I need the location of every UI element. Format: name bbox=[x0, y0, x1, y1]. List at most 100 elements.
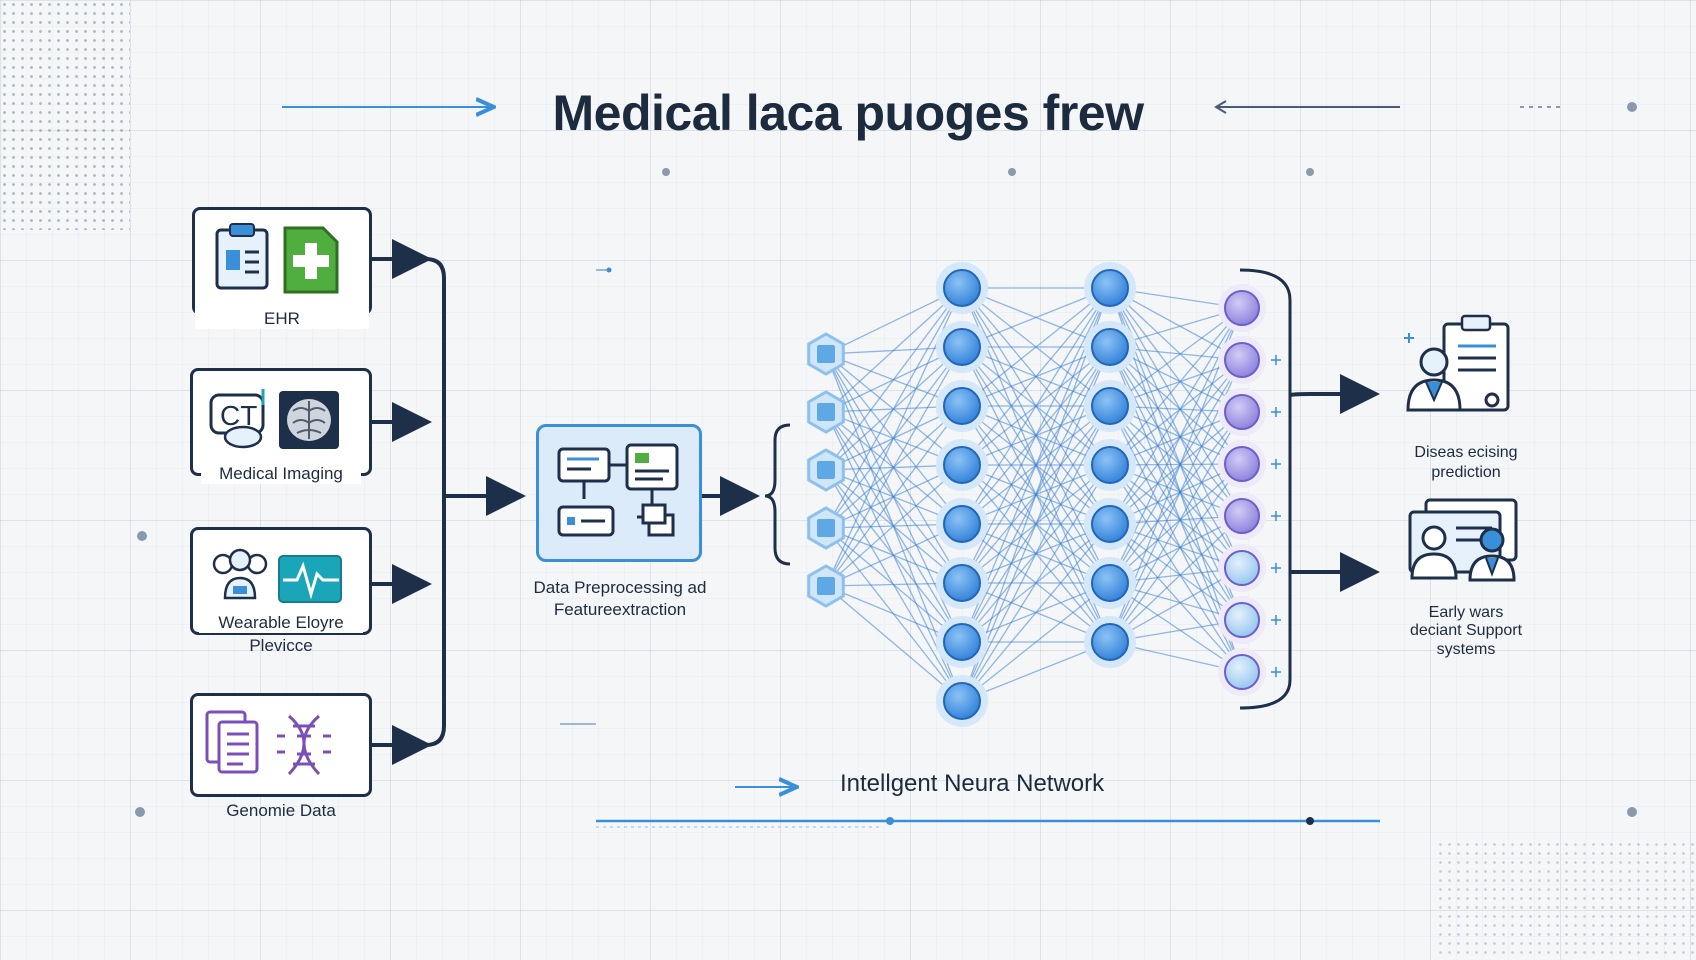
preprocessing-label-line1: Data Preprocessing ad bbox=[533, 578, 707, 597]
network-edge bbox=[961, 641, 1111, 702]
output-node bbox=[1218, 596, 1281, 644]
network-edge bbox=[1109, 463, 1243, 584]
dna-icon bbox=[277, 714, 331, 776]
diagram-title: Medical laca puoges frew bbox=[552, 85, 1144, 141]
bottom-timeline bbox=[135, 267, 1637, 828]
network-caption: Intellgent Neura Network bbox=[840, 770, 1105, 797]
source-label-line2: Plevicce bbox=[249, 636, 313, 655]
hidden-node bbox=[1084, 380, 1136, 432]
network-edge bbox=[1109, 346, 1243, 569]
output-node bbox=[1218, 440, 1281, 488]
network-edge bbox=[1109, 346, 1243, 465]
source-label-line1: Wearable Eloyre bbox=[199, 612, 363, 633]
output-node bbox=[1218, 388, 1281, 436]
network-edge bbox=[1109, 464, 1243, 673]
network-edge bbox=[961, 287, 1111, 702]
network-edge bbox=[1109, 287, 1243, 413]
source-label: Genomie Data bbox=[226, 801, 336, 820]
source-card-medical-imaging: CT Medical Imaging bbox=[190, 368, 372, 484]
hidden-node bbox=[936, 616, 988, 668]
network-edge bbox=[1109, 359, 1243, 584]
output-node bbox=[1218, 492, 1281, 540]
source-connectors bbox=[372, 239, 760, 765]
network-edge bbox=[825, 287, 963, 413]
network-edge bbox=[961, 582, 1111, 702]
network-edge bbox=[1109, 359, 1243, 525]
input-node bbox=[807, 564, 845, 608]
network-edge bbox=[1109, 464, 1243, 621]
output-label-line1: Early wars bbox=[1428, 604, 1504, 621]
network-edge bbox=[825, 464, 963, 587]
hidden-node bbox=[1084, 557, 1136, 609]
network-edge bbox=[1109, 287, 1243, 465]
medical-file-icon bbox=[283, 226, 339, 294]
network-edge bbox=[1109, 411, 1243, 525]
input-node bbox=[807, 448, 845, 492]
hidden-node bbox=[936, 321, 988, 373]
hidden-node bbox=[1084, 262, 1136, 314]
hidden-node bbox=[936, 498, 988, 550]
output-connectors bbox=[1239, 268, 1380, 710]
output-label-line3: systems bbox=[1436, 641, 1496, 658]
source-card-genomic bbox=[190, 693, 372, 797]
network-edge bbox=[961, 523, 1111, 702]
dot-pattern-bottom-right bbox=[1436, 840, 1696, 960]
source-card-ehr: EHR bbox=[192, 207, 372, 329]
heart-monitor-icon bbox=[278, 555, 342, 603]
hidden-node bbox=[936, 262, 988, 314]
doctors-team-icon bbox=[1408, 498, 1518, 582]
output-label-line2: prediction bbox=[1431, 464, 1501, 481]
network-edge bbox=[961, 287, 1111, 348]
source-card-wearable: Wearable Eloyre bbox=[190, 527, 372, 635]
network-edge bbox=[961, 464, 1111, 702]
network-edge bbox=[1109, 405, 1243, 517]
network-edges bbox=[825, 287, 1243, 702]
input-bracket bbox=[764, 423, 791, 566]
output-label-line1: Diseas ecising bbox=[1414, 444, 1518, 461]
input-node bbox=[807, 506, 845, 550]
output-node bbox=[1218, 336, 1281, 384]
ct-scan-icon: CT bbox=[209, 389, 265, 449]
output-node bbox=[1218, 648, 1281, 696]
title-decoration bbox=[282, 101, 1637, 176]
network-edge bbox=[1109, 405, 1243, 569]
brain-scan-icon bbox=[279, 391, 339, 449]
network-edge bbox=[1109, 411, 1243, 643]
svg-text:CT: CT bbox=[220, 400, 257, 431]
dot-pattern-top-left bbox=[0, 0, 130, 230]
hidden-node bbox=[1084, 498, 1136, 550]
network-edge bbox=[1109, 307, 1243, 466]
hidden-node bbox=[1084, 439, 1136, 491]
doctor-clipboard-icon bbox=[1404, 314, 1510, 412]
network-nodes bbox=[807, 262, 1281, 727]
network-edge bbox=[961, 287, 1111, 407]
network-edge bbox=[1109, 523, 1243, 621]
input-node bbox=[807, 390, 845, 434]
network-edge bbox=[1109, 515, 1243, 643]
network-edge bbox=[1109, 307, 1243, 407]
output-node bbox=[1218, 544, 1281, 592]
network-edge bbox=[961, 287, 1111, 525]
network-edge bbox=[825, 405, 963, 587]
documents-icon bbox=[205, 710, 259, 774]
hidden-node bbox=[1084, 321, 1136, 373]
network-edge bbox=[1109, 582, 1243, 673]
output-label-line2: deciant Support bbox=[1409, 622, 1523, 639]
network-edge bbox=[1109, 411, 1243, 584]
network-edge bbox=[1109, 463, 1243, 643]
hidden-node bbox=[936, 675, 988, 727]
network-edge bbox=[961, 405, 1111, 702]
source-label: EHR bbox=[195, 308, 369, 329]
network-edge bbox=[1109, 287, 1243, 517]
network-edge bbox=[1109, 346, 1243, 517]
network-edge bbox=[1109, 307, 1243, 525]
source-label: Medical Imaging bbox=[201, 463, 361, 484]
preprocessing-block bbox=[536, 424, 702, 562]
network-edge bbox=[1109, 523, 1243, 673]
people-icon bbox=[212, 548, 268, 600]
hidden-node bbox=[936, 557, 988, 609]
network-edge bbox=[1109, 405, 1243, 621]
network-edge bbox=[1109, 464, 1243, 569]
network-edge bbox=[961, 287, 1111, 584]
